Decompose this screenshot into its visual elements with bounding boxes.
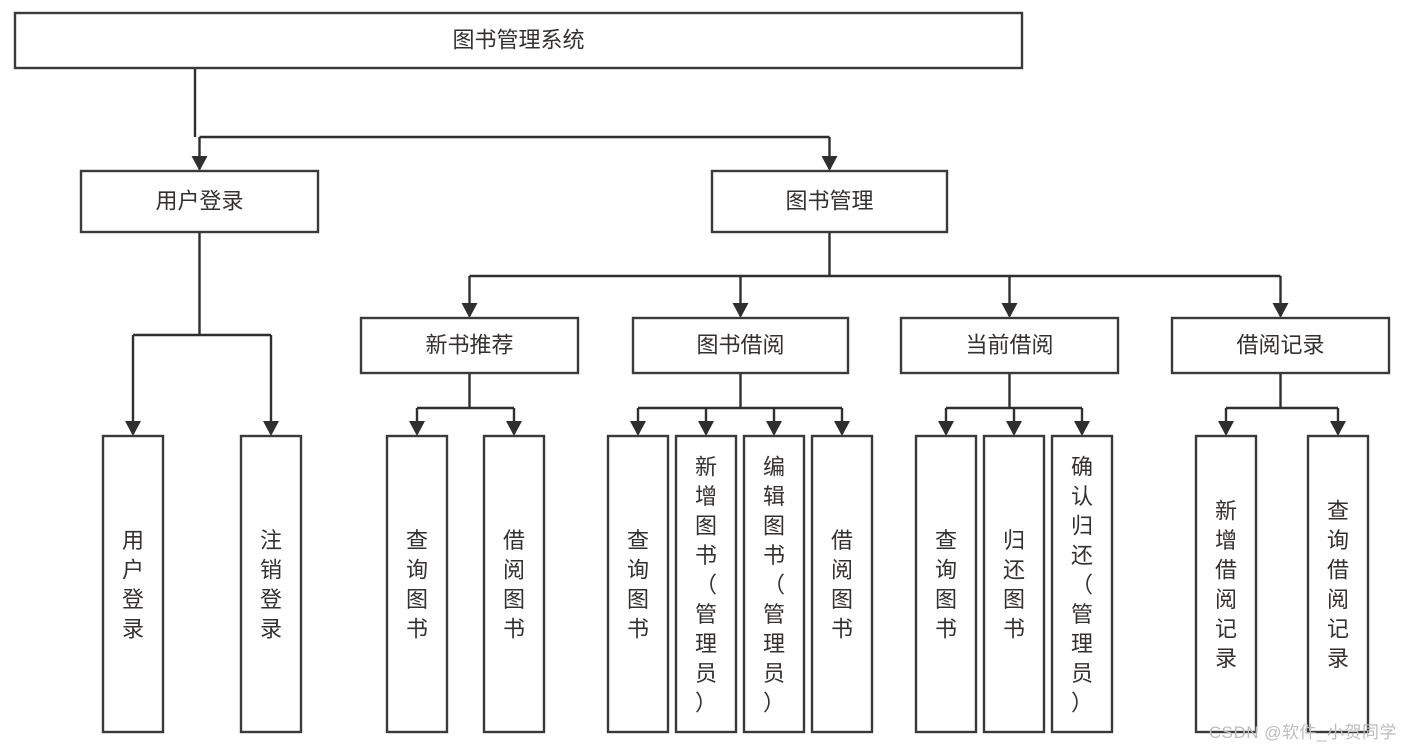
node-leaf-10[interactable]: 确认归还（管理员） xyxy=(1050,434,1114,734)
node-leaf-5[interactable]: 新增图书（管理员） xyxy=(674,434,738,734)
node-level3-3-label: 借阅记录 xyxy=(1236,332,1324,357)
arrow-head-icon xyxy=(506,421,522,436)
node-level3-1-label: 图书借阅 xyxy=(696,332,784,357)
node-leaf-1[interactable]: 注销登录 xyxy=(239,434,303,734)
arrow-head-icon xyxy=(1001,303,1018,318)
node-leaf-2[interactable]: 查询图书 xyxy=(385,434,449,734)
node-leaf-3[interactable]: 借阅图书 xyxy=(482,434,546,734)
node-leaf-3-box[interactable] xyxy=(482,434,546,734)
node-level2-1-box[interactable] xyxy=(710,169,949,234)
node-level3-0-label: 新书推荐 xyxy=(425,332,513,357)
node-leaf-0[interactable]: 用户登录 xyxy=(101,434,165,734)
node-leaf-11-box[interactable] xyxy=(1194,434,1258,734)
node-leaf-8[interactable]: 查询图书 xyxy=(914,434,978,734)
node-level2-0[interactable]: 用户登录 xyxy=(79,169,320,234)
arrow-head-icon xyxy=(938,421,954,436)
node-level3-3[interactable]: 借阅记录 xyxy=(1170,316,1391,375)
node-level3-3-box[interactable] xyxy=(1170,316,1391,375)
node-leaf-0-box[interactable] xyxy=(101,434,165,734)
node-leaf-5-box[interactable] xyxy=(674,434,738,734)
node-level3-1[interactable]: 图书借阅 xyxy=(631,316,850,375)
node-leaf-8-label: 查询图书 xyxy=(935,528,957,642)
node-leaf-9-box[interactable] xyxy=(982,434,1046,734)
node-level3-0[interactable]: 新书推荐 xyxy=(359,316,580,375)
node-leaf-10-box[interactable] xyxy=(1050,434,1114,734)
arrow-head-icon xyxy=(1330,421,1346,436)
arrow-head-icon xyxy=(1272,303,1289,318)
node-leaf-9[interactable]: 归还图书 xyxy=(982,434,1046,734)
node-root[interactable]: 图书管理系统 xyxy=(13,11,1024,70)
node-level2-1-label: 图书管理 xyxy=(785,188,873,213)
node-leaf-6[interactable]: 编辑图书（管理员） xyxy=(742,434,806,734)
arrow-head-icon xyxy=(1074,421,1090,436)
node-leaf-5-label: 新增图书（管理员） xyxy=(695,454,717,715)
arrow-head-icon xyxy=(821,156,838,171)
node-leaf-2-label: 查询图书 xyxy=(406,528,428,642)
node-level3-2[interactable]: 当前借阅 xyxy=(899,316,1120,375)
node-leaf-7-box[interactable] xyxy=(810,434,874,734)
node-leaf-1-box[interactable] xyxy=(239,434,303,734)
node-level2-0-label: 用户登录 xyxy=(155,188,243,213)
node-leaf-3-label: 借阅图书 xyxy=(503,528,525,642)
node-leaf-0-label: 用户登录 xyxy=(122,528,144,642)
node-leaf-7-label: 借阅图书 xyxy=(831,528,853,642)
node-leaf-2-box[interactable] xyxy=(385,434,449,734)
node-leaf-4-box[interactable] xyxy=(606,434,670,734)
node-leaf-10-label: 确认归还（管理员） xyxy=(1071,454,1093,715)
arrow-head-icon xyxy=(263,421,279,436)
node-level3-2-label: 当前借阅 xyxy=(965,332,1053,357)
arrow-head-icon xyxy=(1006,421,1022,436)
arrow-head-icon xyxy=(698,421,714,436)
node-leaf-12[interactable]: 查询借阅记录 xyxy=(1306,434,1370,734)
arrow-head-icon xyxy=(409,421,425,436)
node-leaf-1-label: 注销登录 xyxy=(260,528,282,642)
node-level2-1[interactable]: 图书管理 xyxy=(710,169,949,234)
arrow-head-icon xyxy=(125,421,141,436)
node-leaf-6-label: 编辑图书（管理员） xyxy=(763,454,785,715)
node-level3-2-box[interactable] xyxy=(899,316,1120,375)
arrow-head-icon xyxy=(732,303,749,318)
node-leaf-8-box[interactable] xyxy=(914,434,978,734)
node-leaf-7[interactable]: 借阅图书 xyxy=(810,434,874,734)
node-leaf-4-label: 查询图书 xyxy=(627,528,649,642)
node-leaf-11-label: 新增借阅记录 xyxy=(1215,499,1237,672)
node-leaf-6-box[interactable] xyxy=(742,434,806,734)
arrow-head-icon xyxy=(191,156,208,171)
node-leaf-9-label: 归还图书 xyxy=(1003,528,1025,642)
arrow-head-icon xyxy=(630,421,646,436)
arrow-head-icon xyxy=(461,303,478,318)
node-leaf-12-label: 查询借阅记录 xyxy=(1327,499,1349,672)
arrow-head-icon xyxy=(1218,421,1234,436)
node-level3-0-box[interactable] xyxy=(359,316,580,375)
node-level3-1-box[interactable] xyxy=(631,316,850,375)
arrow-head-icon xyxy=(834,421,850,436)
node-root-label: 图书管理系统 xyxy=(452,27,584,52)
node-level2-0-box[interactable] xyxy=(79,169,320,234)
node-leaf-4[interactable]: 查询图书 xyxy=(606,434,670,734)
node-leaf-12-box[interactable] xyxy=(1306,434,1370,734)
node-root-box[interactable] xyxy=(13,11,1024,70)
node-leaf-11[interactable]: 新增借阅记录 xyxy=(1194,434,1258,734)
arrow-head-icon xyxy=(766,421,782,436)
